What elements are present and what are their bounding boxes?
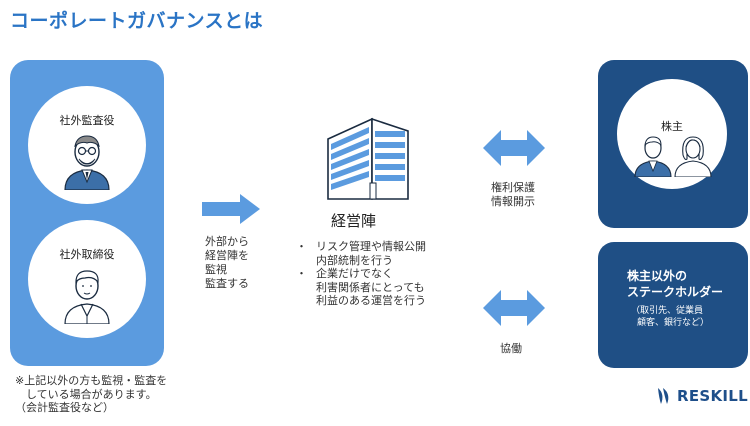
man-icon [64, 270, 110, 324]
office-building-icon [327, 117, 409, 200]
oversight-line: 経営陣を [205, 249, 249, 262]
stakeholders-example-line: （取引先、従業員 [631, 306, 704, 316]
shareholder-relation-label: 権利保護 情報開示 [491, 181, 535, 209]
list-text: 企業だけでなく [316, 267, 393, 280]
list-text: 利害関係者にとっても [316, 280, 425, 294]
reskill-logo-icon [658, 388, 669, 404]
footnote-line: （会計監査役など） [15, 401, 114, 414]
list-text: 内部統制を行う [316, 253, 393, 267]
list-text: 利益のある運営を行う [316, 294, 426, 307]
outside-director-circle: 社外取締役 [28, 220, 146, 338]
double-arrow-icon [483, 290, 545, 326]
stakeholders-examples: （取引先、従業員 顧客、銀行など） [631, 305, 709, 329]
oversight-line: 監査する [205, 277, 249, 290]
relation-line: 権利保護 [491, 181, 535, 194]
double-arrow-icon [483, 130, 545, 166]
footnote-line: している場合があります。 [15, 387, 157, 401]
bullet-mark: ・ [296, 240, 307, 253]
shareholders-people-icon [634, 136, 712, 177]
right-arrow-icon [202, 194, 260, 224]
stakeholders-title-line: ステークホルダー [627, 285, 724, 299]
footnote-line: ※上記以外の方も監視・監査を [15, 374, 168, 387]
list-item: ・ 企業だけでなく [296, 267, 426, 281]
shareholders-label: 株主 [661, 120, 683, 133]
list-text: リスク管理や情報公開 [316, 240, 426, 253]
stakeholders-example-line: 顧客、銀行など） [637, 318, 710, 328]
outside-director-label: 社外取締役 [59, 248, 115, 261]
stakeholders-panel [598, 242, 748, 368]
relation-line: 情報開示 [491, 195, 535, 208]
outside-auditor-circle: 社外監査役 [28, 86, 146, 204]
reskill-logo: RESKILL [655, 386, 748, 406]
management-heading: 経営陣 [331, 212, 377, 230]
stakeholder-relation-label: 協働 [500, 342, 522, 355]
page-title: コーポレートガバナンスとは [10, 10, 264, 32]
list-item: ・ リスク管理や情報公開 [296, 240, 426, 254]
management-roles-list: ・ リスク管理や情報公開 内部統制を行う ・ 企業だけでなく 利害関係者にとって… [296, 240, 426, 308]
oversight-label: 外部から 経営陣を 監視 監査する [205, 235, 249, 291]
stakeholders-title-line: 株主以外の [627, 269, 688, 283]
reskill-logo-text: RESKILL [677, 387, 749, 405]
elderly-man-icon [64, 135, 110, 190]
stakeholders-title: 株主以外の ステークホルダー [627, 268, 723, 300]
outside-auditor-label: 社外監査役 [59, 114, 115, 127]
footnote: ※上記以外の方も監視・監査を している場合があります。 （会計監査役など） [15, 374, 167, 415]
oversight-line: 外部から [205, 235, 249, 248]
bullet-mark: ・ [296, 267, 307, 280]
oversight-line: 監視 [205, 263, 227, 276]
